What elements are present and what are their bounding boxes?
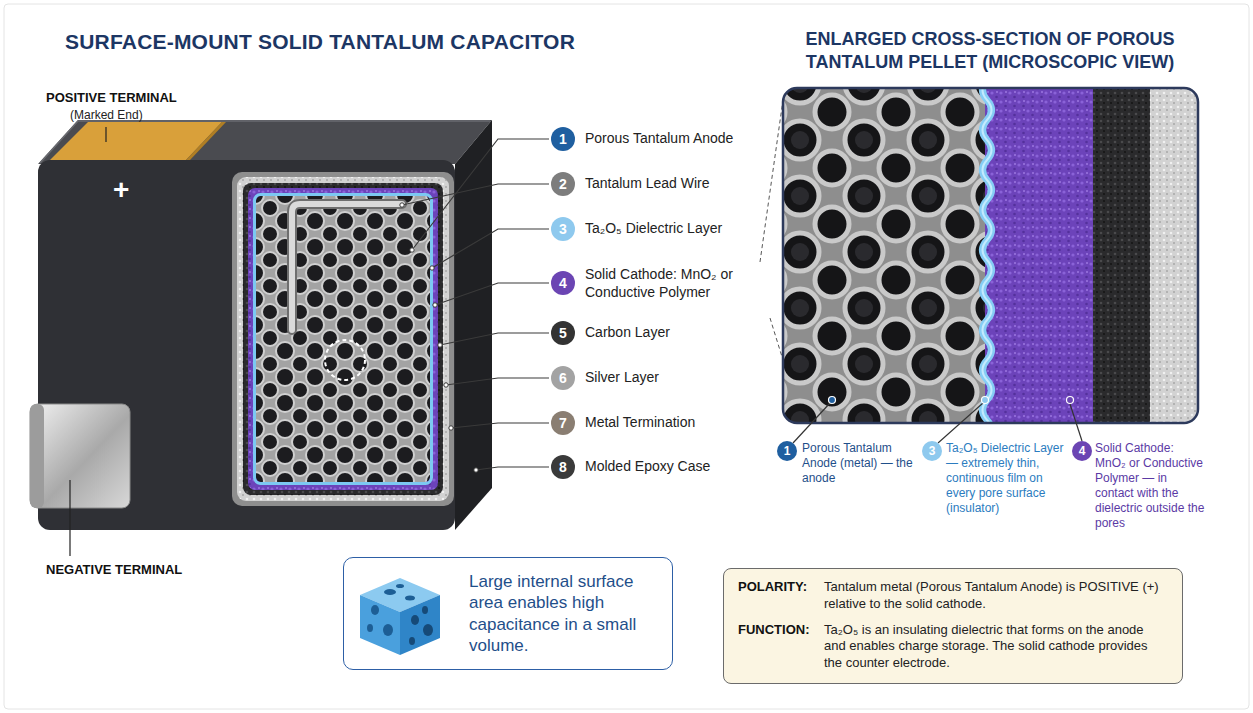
terminal-label: NEGATIVE TERMINAL (46, 562, 182, 577)
callout-number: 4 (551, 271, 575, 295)
terminal-note: (Marked End) (70, 108, 143, 122)
callout-number: 5 (551, 321, 575, 345)
porous-cube-icon (360, 578, 440, 655)
part-name: Tantalum Lead Wire (585, 175, 710, 193)
callout-number: 1 (777, 441, 797, 461)
callout-number: 2 (551, 172, 575, 196)
info-text: Large internal surface area enables high… (469, 571, 658, 656)
note-box: POLARITY:Tantalum metal (Porous Tantalum… (723, 568, 1183, 684)
note-heading: FUNCTION: (738, 622, 816, 673)
leader-dots (400, 203, 478, 472)
view-frame (783, 88, 1198, 423)
terminal-label: POSITIVE TERMINAL (46, 90, 177, 105)
info-box: Large internal surface area enables high… (343, 557, 673, 670)
microscopic-view (783, 88, 1198, 423)
callout-leaders (402, 139, 549, 470)
terminal-leaders (70, 127, 106, 556)
part-name: Carbon Layer (585, 324, 670, 342)
callout-number: 3 (922, 441, 942, 461)
view-leaders (793, 403, 1082, 443)
callout-number: 3 (551, 217, 575, 241)
part-name: Metal Termination (585, 414, 695, 432)
callout-text: Solid Cathode: MnO₂ or Conductive Polyme… (1095, 441, 1207, 531)
zoom-lines (760, 100, 783, 360)
callout-number: 1 (551, 127, 575, 151)
part-name: Porous Tantalum Anode (585, 130, 733, 148)
note-body: Tantalum metal (Porous Tantalum Anode) i… (824, 579, 1168, 614)
part-name: Silver Layer (585, 369, 659, 387)
cutaway-layers (232, 172, 454, 506)
callout-text: Porous Tantalum Anode (metal) — the anod… (802, 441, 914, 486)
page-frame (4, 4, 1249, 709)
callout-number: 8 (551, 455, 575, 479)
callout-number: 7 (551, 411, 575, 435)
part-name: Ta₂O₅ Dielectric Layer (585, 220, 722, 238)
view-dots (829, 397, 1074, 404)
callout-text: Ta₂O₅ Dielectric Layer — extremely thin,… (946, 441, 1066, 516)
note-heading: POLARITY: (738, 579, 816, 614)
panel-heading: ENLARGED CROSS-SECTION OF POROUS TANTALU… (770, 28, 1210, 75)
note-body: Ta₂O₅ is an insulating dielectric that f… (824, 622, 1168, 673)
diagram-title: SURFACE-MOUNT SOLID TANTALUM CAPACITOR (30, 30, 610, 54)
negative-terminal (30, 404, 130, 508)
callout-number: 4 (1072, 441, 1092, 461)
part-name: Molded Epoxy Case (585, 458, 710, 476)
callout-number: 6 (551, 366, 575, 390)
polarity-mark: + (113, 176, 129, 204)
part-name: Solid Cathode: MnO₂ or Conductive Polyme… (585, 266, 785, 301)
